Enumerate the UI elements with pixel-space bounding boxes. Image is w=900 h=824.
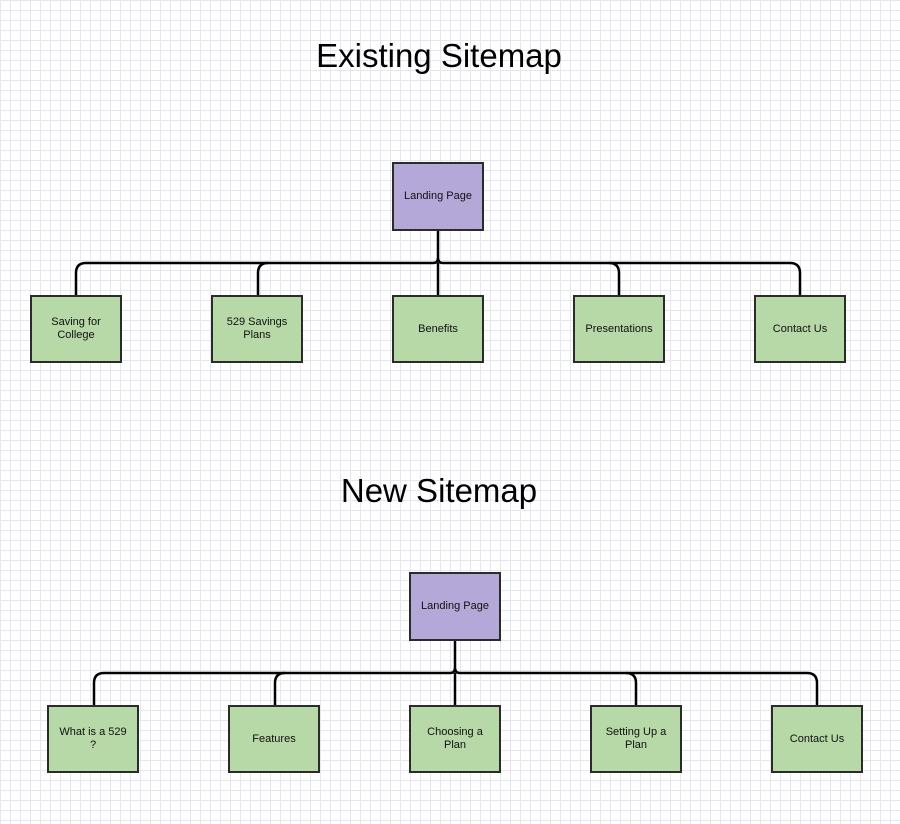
- new-node-choosing-a-plan: Choosing a Plan: [409, 705, 501, 773]
- existing-connector-2: [256, 261, 269, 295]
- new-branch-connector: [453, 667, 819, 705]
- existing-sitemap-title: Existing Sitemap: [316, 37, 562, 74]
- existing-branch-connector: [436, 257, 802, 295]
- new-connector-4: [625, 671, 638, 705]
- new-node-setting-up-a-plan: Setting Up a Plan: [590, 705, 682, 773]
- existing-node-529-savings-plans: 529 Savings Plans: [211, 295, 303, 363]
- existing-root-node: Landing Page: [392, 162, 484, 231]
- new-node-features: Features: [228, 705, 320, 773]
- new-root-node: Landing Page: [409, 572, 501, 641]
- existing-node-presentations: Presentations: [573, 295, 665, 363]
- new-node-what-is-a-529: What is a 529 ?: [47, 705, 139, 773]
- new-node-contact-us: Contact Us: [771, 705, 863, 773]
- existing-connector-4: [608, 261, 621, 295]
- existing-node-benefits: Benefits: [392, 295, 484, 363]
- existing-node-saving-for-college: Saving for College: [30, 295, 122, 363]
- new-sitemap-title: New Sitemap: [340, 472, 538, 509]
- new-connector-2: [273, 671, 286, 705]
- existing-node-contact-us: Contact Us: [754, 295, 846, 363]
